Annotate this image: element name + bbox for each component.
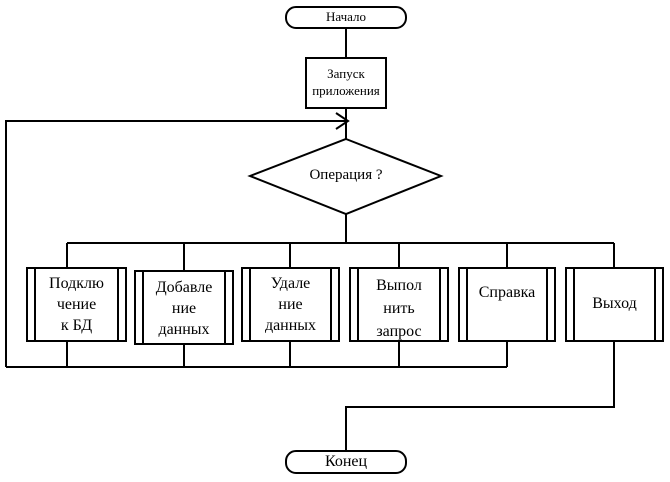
loop-return-arrowhead — [335, 112, 350, 130]
branch-5-shape — [458, 267, 556, 342]
branch-2-label: Добавле ние данных — [155, 279, 213, 338]
end-terminator-shape — [285, 450, 407, 474]
branch-6-label: Выход — [592, 295, 637, 312]
branch-3-shape — [241, 267, 340, 342]
launch-label: Запуск приложения — [312, 66, 380, 98]
launch-process-shape — [305, 57, 387, 109]
loop-return-line — [5, 120, 346, 367]
branch-1-label: Подклю чение к БД — [49, 275, 104, 334]
connector-exit-end — [345, 341, 615, 451]
branch-5-label: Справка — [478, 284, 536, 301]
branch-6-shape — [565, 267, 664, 342]
start-label: Начало — [325, 9, 367, 24]
branch-1-shape — [26, 267, 127, 342]
branch-2-shape — [134, 270, 234, 345]
branch-4-label: Выпол нить запрос — [376, 277, 422, 340]
end-label: Конец — [324, 453, 368, 470]
decision-label: Операция ? — [309, 167, 383, 183]
branch-3-label: Удале ние данных — [264, 275, 317, 334]
